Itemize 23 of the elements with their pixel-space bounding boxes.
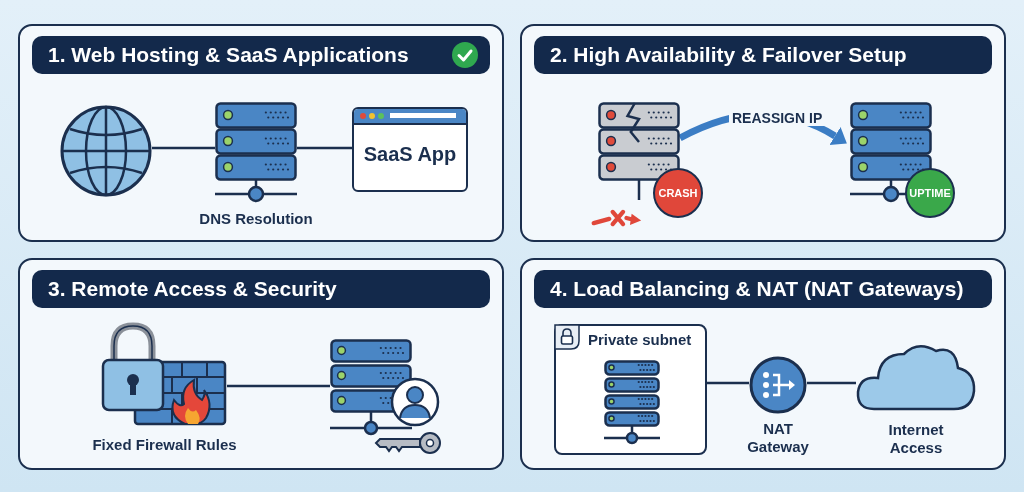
panel-card bbox=[18, 258, 504, 470]
panel-card bbox=[520, 24, 1006, 242]
section-heading: 1. Web Hosting & SaaS Applications bbox=[48, 43, 409, 67]
group-label: Private subnet bbox=[588, 331, 692, 348]
connector-line bbox=[707, 381, 749, 385]
status-badge: UPTIME bbox=[905, 168, 955, 218]
app-window: SaaS App bbox=[352, 107, 468, 192]
panel-card bbox=[520, 258, 1006, 470]
node-label: DNS Resolution bbox=[198, 210, 314, 228]
node-label: NAT Gateway bbox=[746, 420, 810, 456]
panel-card bbox=[18, 24, 504, 242]
node-label: Fixed Firewall Rules bbox=[91, 436, 238, 454]
connector-line bbox=[227, 384, 330, 388]
edge-label: REASSIGN IP bbox=[729, 110, 826, 126]
connector-line bbox=[152, 146, 215, 150]
connector-line bbox=[807, 381, 856, 385]
section-heading: 4. Load Balancing & NAT (NAT Gateways) bbox=[550, 277, 964, 301]
status-badge: CRASH bbox=[653, 168, 703, 218]
connector-line bbox=[297, 146, 352, 150]
section-heading: 3. Remote Access & Security bbox=[48, 277, 337, 301]
subnet-box bbox=[554, 324, 707, 455]
section-heading: 2. High Availability & Failover Setup bbox=[550, 43, 907, 67]
node-label: Internet Access bbox=[887, 421, 945, 457]
